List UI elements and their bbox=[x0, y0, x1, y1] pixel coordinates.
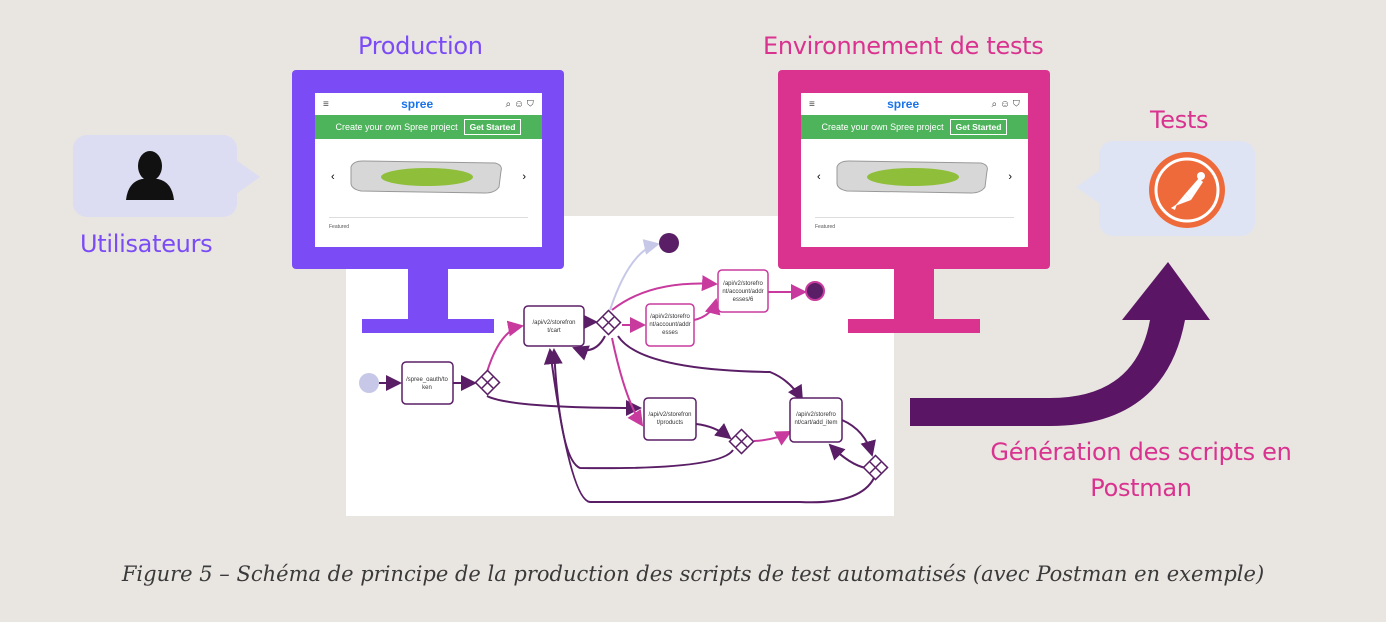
end-event-top bbox=[659, 233, 679, 253]
hamburger-icon[interactable]: ≡ bbox=[323, 98, 329, 110]
featured-label: Featured bbox=[329, 224, 350, 230]
spree-logo[interactable]: spree bbox=[401, 97, 434, 111]
production-monitor-base bbox=[362, 319, 494, 333]
node-addresses-l1: /api/v2/storefro bbox=[650, 314, 690, 320]
edge-gw1-products bbox=[486, 395, 642, 416]
production-monitor-neck bbox=[408, 269, 448, 319]
user-silhouette-icon bbox=[126, 151, 174, 200]
end-event-right bbox=[805, 281, 825, 301]
hamburger-icon[interactable]: ≡ bbox=[809, 98, 815, 110]
edge-gw2-end-top bbox=[609, 239, 660, 311]
carousel-prev-icon[interactable]: ‹ bbox=[331, 171, 335, 183]
header-icons[interactable]: ⌕ ☺ ⛉ bbox=[505, 98, 534, 110]
node-additem-l1: /api/v2/storefro bbox=[796, 412, 836, 418]
edge-products-gw3 bbox=[695, 423, 732, 440]
node-address6-l2: nt/account/addr bbox=[722, 289, 763, 295]
node-addresses-box bbox=[645, 303, 695, 347]
generation-line2: Postman bbox=[1090, 474, 1192, 502]
node-address6-box bbox=[717, 269, 769, 313]
edge-addresses-address6 bbox=[693, 298, 721, 321]
node-cart-l2: t/cart bbox=[547, 328, 561, 334]
generation-line1: Génération des scripts en bbox=[990, 438, 1292, 466]
node-addresses-l2: nt/account/addr bbox=[649, 322, 690, 328]
gateway-4 bbox=[862, 454, 889, 481]
node-oauth-l1: /spree_oauth/to bbox=[406, 377, 448, 383]
node-products-box bbox=[643, 397, 697, 441]
banner-text: Create your own Spree project bbox=[821, 122, 944, 132]
gateway-3 bbox=[728, 428, 755, 455]
node-addresses-l3: esses bbox=[662, 330, 678, 336]
postman-logo-icon bbox=[1149, 152, 1225, 228]
node-products-l1: /api/v2/storefron bbox=[648, 412, 691, 418]
edge-gw4-cart bbox=[543, 348, 875, 504]
edge-gw2-address6 bbox=[611, 275, 718, 311]
carousel-next-icon[interactable]: › bbox=[522, 171, 526, 183]
node-oauth-l2: ken bbox=[422, 385, 432, 391]
spree-logo[interactable]: spree bbox=[887, 97, 920, 111]
edge-additem-gw4 bbox=[841, 419, 876, 457]
gateway-2 bbox=[595, 309, 622, 336]
node-address6-l3: esses/6 bbox=[733, 297, 754, 303]
node-additem-l2: nt/cart/add_item bbox=[794, 420, 837, 426]
edge-gw1-cart bbox=[486, 320, 524, 373]
tests-title: Tests bbox=[1150, 106, 1209, 134]
start-event bbox=[359, 373, 379, 393]
banner-text: Create your own Spree project bbox=[335, 122, 458, 132]
node-address6-l1: /api/v2/storefro bbox=[723, 281, 763, 287]
production-screen: ≡ spree ⌕ ☺ ⛉ Create your own Spree proj… bbox=[315, 93, 542, 247]
edge-gw4-additem-back bbox=[828, 443, 867, 469]
node-cart-box bbox=[523, 305, 585, 347]
get-started-button[interactable]: Get Started bbox=[463, 119, 522, 135]
node-cart-l1: /api/v2/storefron bbox=[532, 320, 575, 326]
featured-label: Featured bbox=[815, 224, 836, 230]
edge-gw2-products bbox=[611, 337, 644, 427]
node-additem-box bbox=[789, 397, 843, 443]
phone-image bbox=[350, 160, 502, 194]
test-env-monitor-neck bbox=[894, 269, 934, 319]
tests-bubble-tail bbox=[1076, 170, 1100, 204]
promo-banner: Create your own Spree project Get Starte… bbox=[801, 115, 1028, 139]
gateway-1 bbox=[474, 369, 501, 396]
promo-banner: Create your own Spree project Get Starte… bbox=[315, 115, 542, 139]
production-title: Production bbox=[358, 32, 483, 60]
edge-gw2-additem bbox=[617, 335, 804, 402]
node-oauth-box bbox=[401, 361, 454, 405]
test-env-title: Environnement de tests bbox=[763, 32, 1044, 60]
header-icons[interactable]: ⌕ ☺ ⛉ bbox=[991, 98, 1020, 110]
carousel-prev-icon[interactable]: ‹ bbox=[817, 171, 821, 183]
node-products-l2: t/products bbox=[657, 420, 683, 426]
hero-carousel: ‹ › bbox=[815, 143, 1014, 218]
edge-gw3-additem bbox=[753, 431, 792, 446]
get-started-button[interactable]: Get Started bbox=[949, 119, 1008, 135]
figure-caption: Figure 5 – Schéma de principe de la prod… bbox=[121, 562, 1265, 586]
test-env-screen: ≡ spree ⌕ ☺ ⛉ Create your own Spree proj… bbox=[801, 93, 1028, 247]
carousel-next-icon[interactable]: › bbox=[1008, 171, 1012, 183]
edge-gw2-cart-back bbox=[572, 335, 606, 361]
hero-carousel: ‹ › bbox=[329, 143, 528, 218]
users-bubble-tail bbox=[236, 160, 260, 194]
generation-arrow bbox=[910, 262, 1210, 426]
users-label: Utilisateurs bbox=[80, 230, 213, 258]
test-env-monitor-base bbox=[848, 319, 980, 333]
phone-image bbox=[836, 160, 988, 194]
